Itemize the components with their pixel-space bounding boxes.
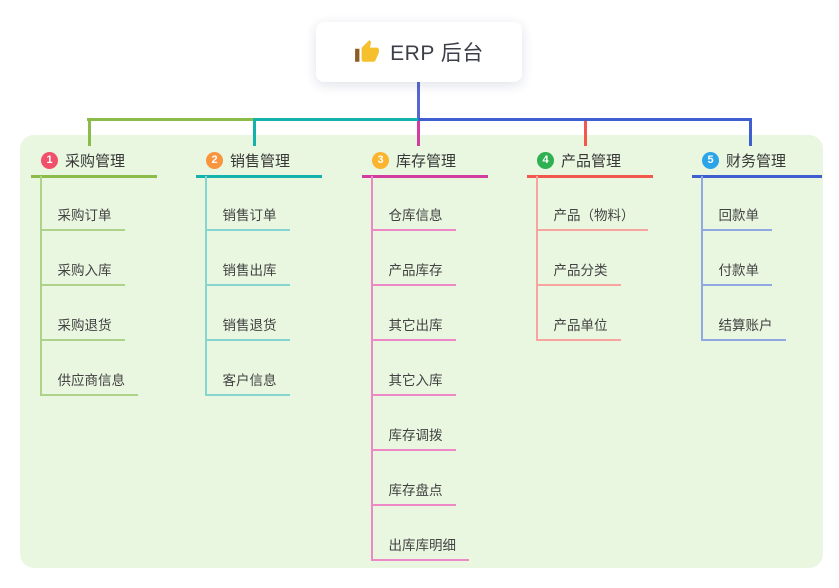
branch-number-badge: 4 bbox=[537, 152, 554, 169]
child-item[interactable]: 销售退货 bbox=[204, 313, 290, 341]
child-item[interactable]: 回款单 bbox=[700, 203, 772, 231]
branch-number-badge: 2 bbox=[206, 152, 223, 169]
child-item[interactable]: 库存盘点 bbox=[370, 478, 456, 506]
connector-drop-inventory bbox=[416, 121, 420, 146]
branch-number-badge: 5 bbox=[702, 152, 719, 169]
branch-title-label: 销售管理 bbox=[230, 153, 291, 170]
connector-root-line bbox=[416, 82, 420, 118]
connector-bus-sales bbox=[254, 118, 418, 121]
child-item[interactable]: 出库库明细 bbox=[370, 533, 469, 561]
branch-number-badge: 3 bbox=[372, 152, 389, 169]
connector-spine-sales bbox=[204, 176, 207, 396]
branch-title-product[interactable]: 4 产品管理 bbox=[527, 146, 653, 178]
branch-title-label: 产品管理 bbox=[561, 153, 622, 170]
child-item[interactable]: 产品（物料） bbox=[535, 203, 648, 231]
thumbs-up-icon bbox=[355, 40, 380, 62]
child-item[interactable]: 销售订单 bbox=[204, 203, 290, 231]
root-node[interactable]: ERP 后台 bbox=[316, 22, 522, 82]
child-item[interactable]: 仓库信息 bbox=[370, 203, 456, 231]
child-item[interactable]: 其它入库 bbox=[370, 368, 456, 396]
child-item[interactable]: 库存调拨 bbox=[370, 423, 456, 451]
branches-panel bbox=[20, 135, 823, 568]
child-item[interactable]: 结算账户 bbox=[700, 313, 786, 341]
connector-drop-purchase bbox=[87, 118, 91, 146]
child-item[interactable]: 采购订单 bbox=[39, 203, 125, 231]
connector-spine-finance bbox=[700, 176, 703, 341]
branch-title-label: 库存管理 bbox=[396, 153, 457, 170]
branch-number-badge: 1 bbox=[41, 152, 58, 169]
child-item[interactable]: 供应商信息 bbox=[39, 368, 138, 396]
branch-title-inventory[interactable]: 3 库存管理 bbox=[362, 146, 488, 178]
connector-spine-inventory bbox=[370, 176, 373, 561]
child-item[interactable]: 销售出库 bbox=[204, 258, 290, 286]
connector-bus-purchase bbox=[87, 118, 254, 121]
child-item[interactable]: 客户信息 bbox=[204, 368, 290, 396]
branch-title-finance[interactable]: 5 财务管理 bbox=[692, 146, 822, 178]
connector-spine-product bbox=[535, 176, 538, 341]
branch-title-label: 采购管理 bbox=[65, 153, 126, 170]
connector-spine-purchase bbox=[39, 176, 42, 396]
branch-title-label: 财务管理 bbox=[726, 153, 787, 170]
connector-drop-finance bbox=[748, 118, 752, 146]
child-item[interactable]: 付款单 bbox=[700, 258, 772, 286]
child-item[interactable]: 采购退货 bbox=[39, 313, 125, 341]
connector-bus-finance bbox=[418, 118, 751, 121]
connector-drop-sales bbox=[252, 118, 256, 146]
root-node-label: ERP 后台 bbox=[390, 42, 484, 65]
child-item[interactable]: 其它出库 bbox=[370, 313, 456, 341]
connector-drop-product bbox=[583, 121, 587, 146]
branch-title-purchase[interactable]: 1 采购管理 bbox=[31, 146, 157, 178]
child-item[interactable]: 产品单位 bbox=[535, 313, 621, 341]
child-item[interactable]: 采购入库 bbox=[39, 258, 125, 286]
branch-title-sales[interactable]: 2 销售管理 bbox=[196, 146, 322, 178]
child-item[interactable]: 产品库存 bbox=[370, 258, 456, 286]
child-item[interactable]: 产品分类 bbox=[535, 258, 621, 286]
